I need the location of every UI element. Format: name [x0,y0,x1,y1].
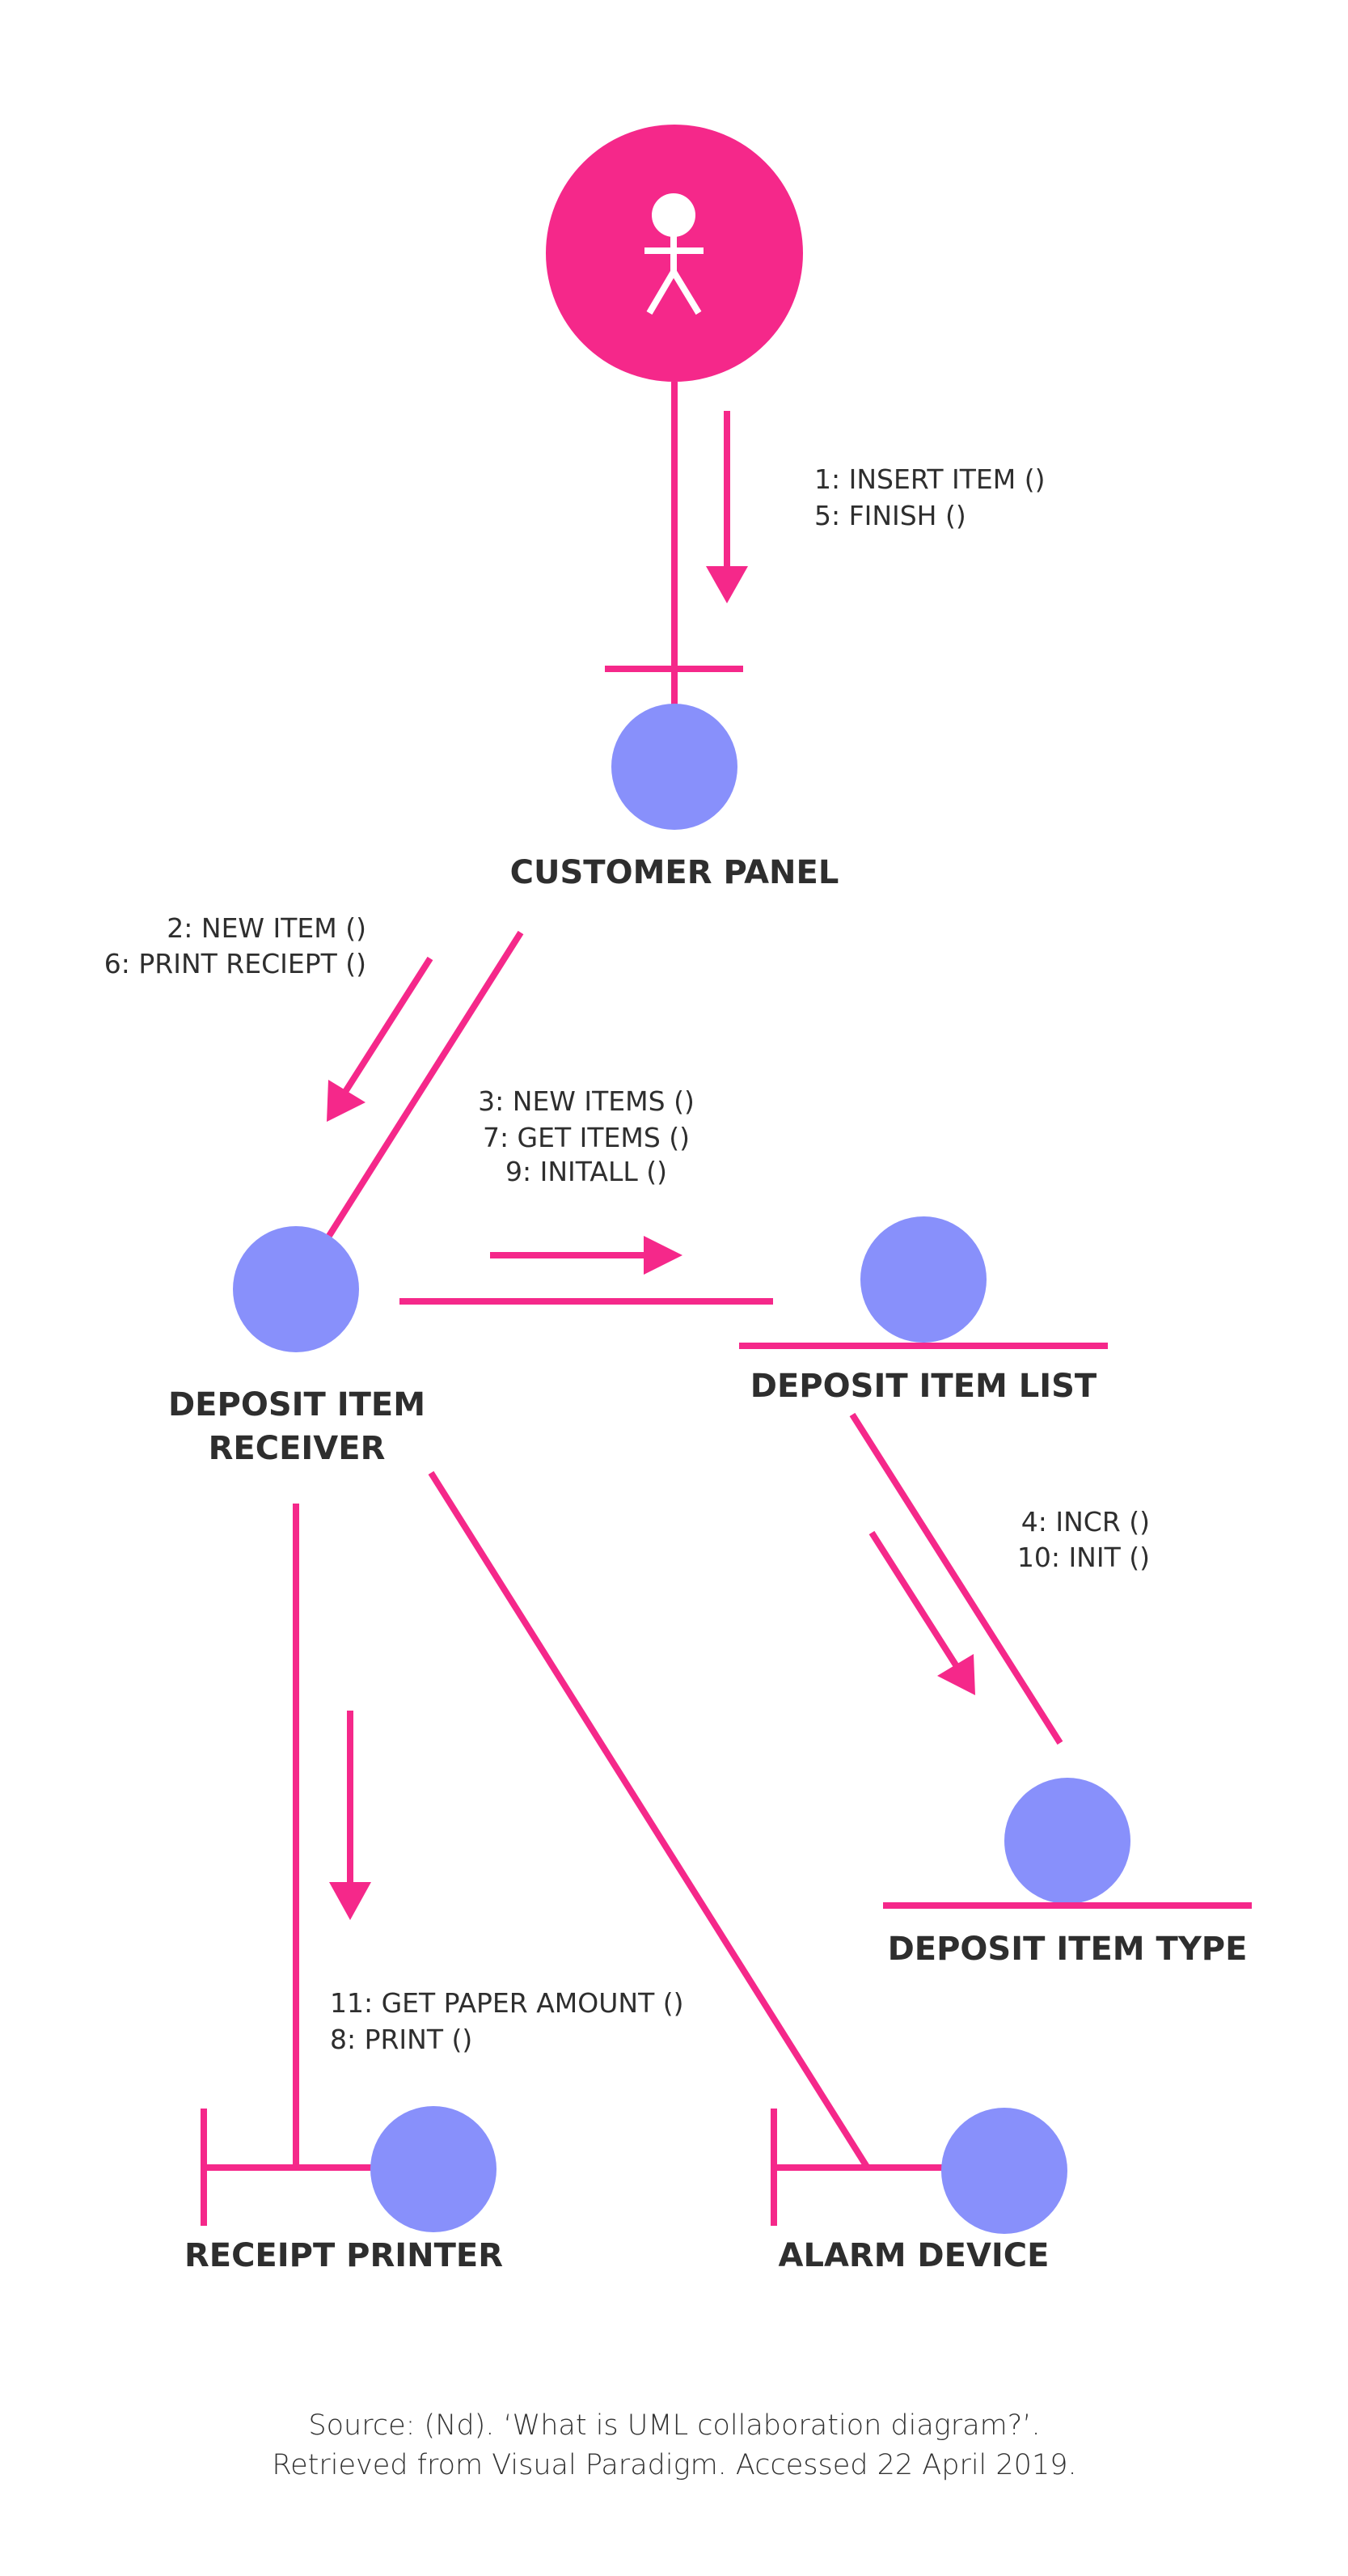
alarm-device-boundary [771,2109,944,2226]
source-line-1: Source: (Nd). ‘What is UML collaboration… [308,2409,1040,2442]
deposit-item-type-object [1004,1778,1130,1904]
receipt-printer-label: RECEIPT PRINTER [184,2237,503,2274]
actor [546,125,803,382]
message-arrow-4 [868,1530,975,1695]
link-customer-panel-receiver [326,930,524,1238]
message-arrow-3 [490,1236,682,1275]
customer-panel-label: CUSTOMER PANEL [510,854,839,891]
message-label-3: 3: NEW ITEMS () [478,1085,695,1117]
message-label-10: 10: INIT () [1017,1542,1150,1573]
message-label-5: 5: FINISH () [814,500,966,531]
message-arrow-2 [327,956,433,1122]
deposit-item-receiver-object [233,1226,359,1352]
alarm-device-label: ALARM DEVICE [779,2237,1050,2274]
source-line-2: Retrieved from Visual Paradigm. Accessed… [272,2449,1076,2481]
message-label-11: 11: GET PAPER AMOUNT () [330,1987,683,2019]
stick-figure-icon [644,193,704,315]
message-label-2: 2: NEW ITEM () [167,912,366,944]
message-label-4: 4: INCR () [1021,1506,1150,1538]
message-label-8: 8: PRINT () [330,2024,472,2055]
link-actor-customer-panel [605,382,743,705]
deposit-item-list-object [860,1216,987,1343]
deposit-item-receiver-label-line1: DEPOSIT ITEM [168,1386,425,1423]
message-arrow-8 [329,1711,371,1920]
link-receiver-alarm [428,1470,870,2169]
deposit-item-receiver-label-line2: RECEIVER [209,1430,386,1467]
message-arrow-1 [706,411,748,603]
alarm-device-object [941,2108,1067,2234]
message-label-9: 9: INITALL () [505,1156,667,1187]
message-label-7: 7: GET ITEMS () [483,1122,690,1153]
message-label-6: 6: PRINT RECIEPT () [104,948,366,979]
receipt-printer-object [370,2106,497,2232]
receipt-printer-boundary [201,2109,374,2226]
deposit-item-type-label: DEPOSIT ITEM TYPE [888,1931,1248,1968]
message-label-1: 1: INSERT ITEM () [814,463,1045,495]
customer-panel-object [611,704,737,830]
link-list-type [849,1412,1063,1745]
deposit-item-list-label: DEPOSIT ITEM LIST [750,1368,1097,1405]
